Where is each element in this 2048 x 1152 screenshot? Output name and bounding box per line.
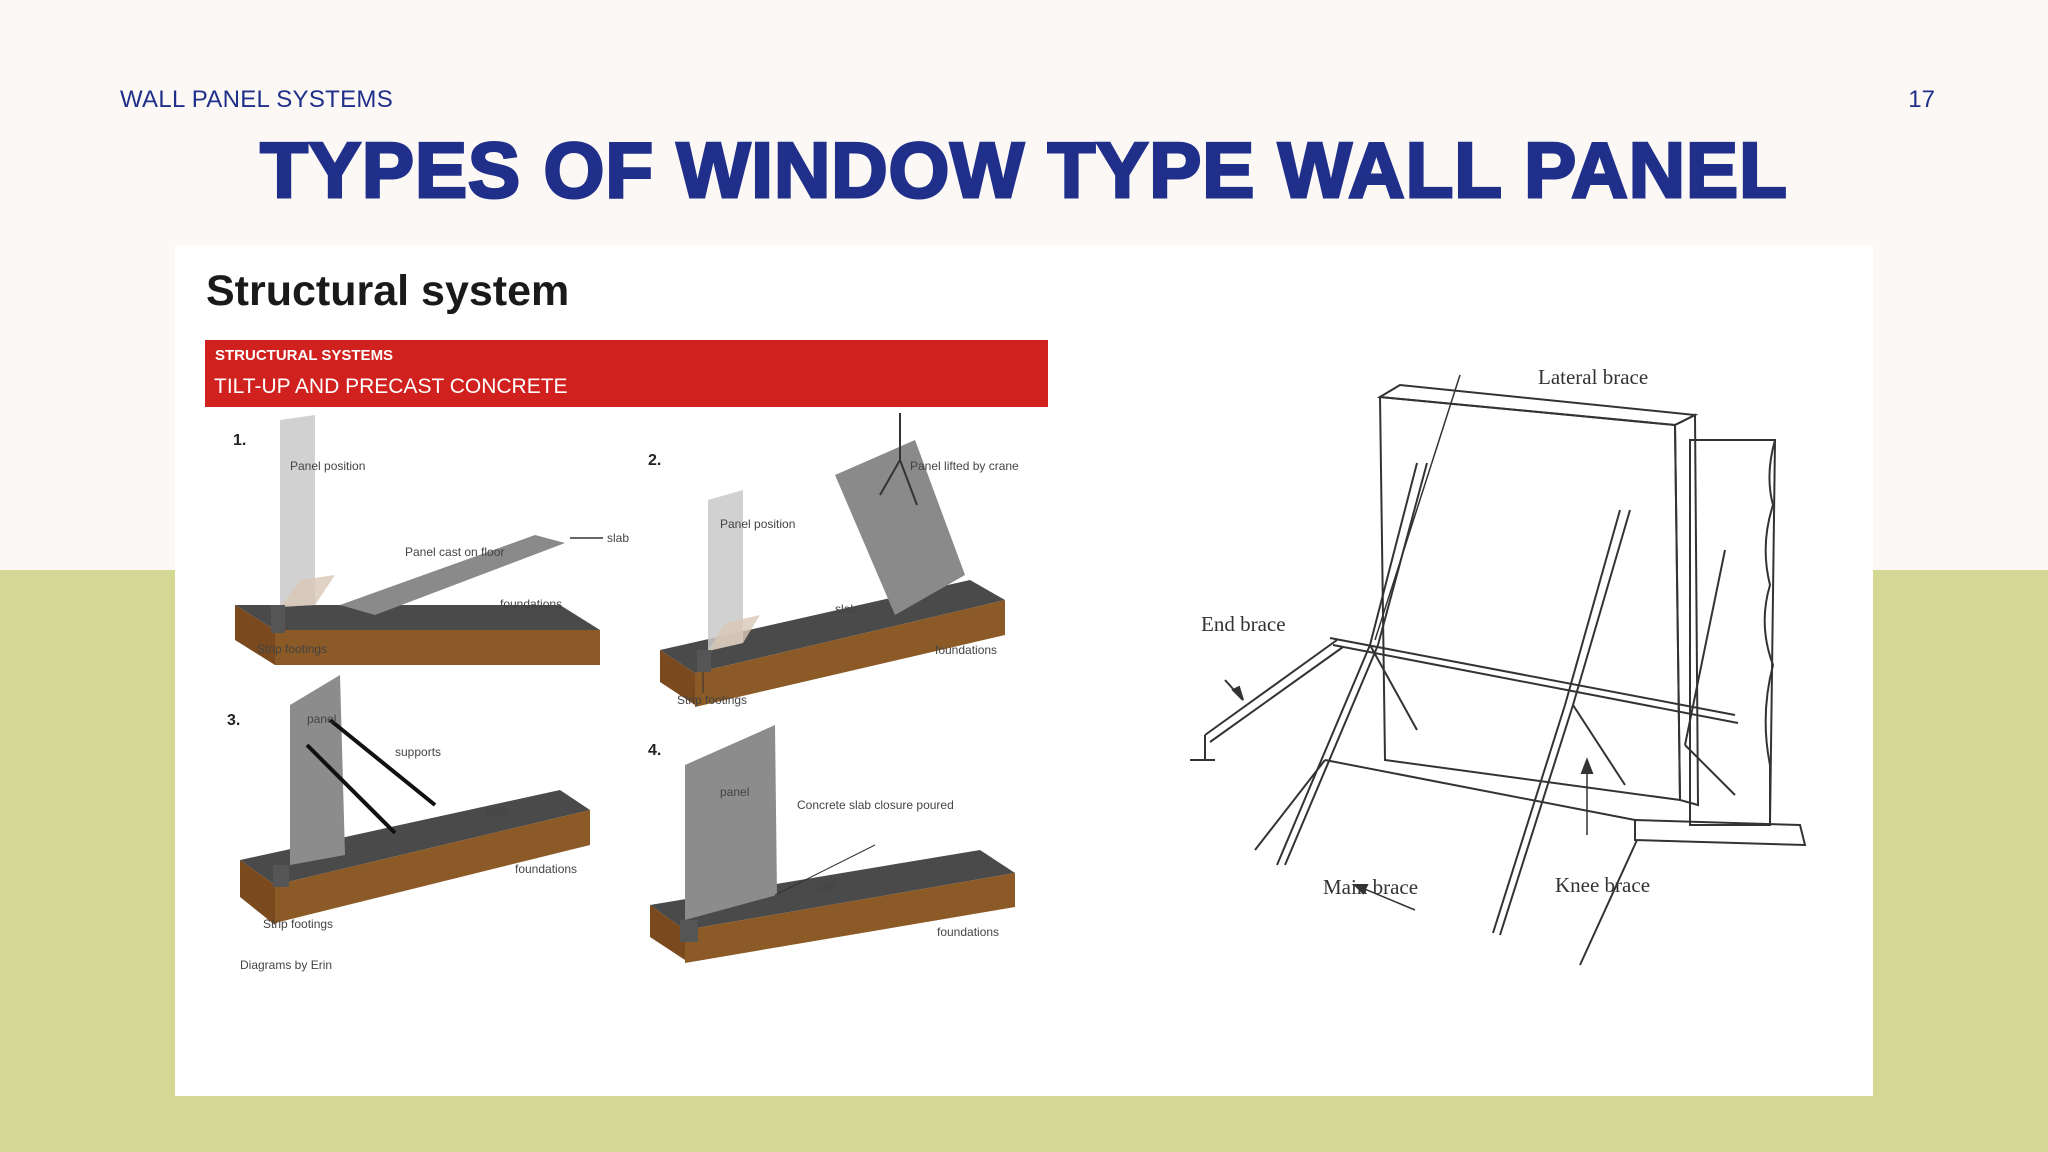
step-1-panel-position: Panel position: [290, 459, 366, 473]
page-number: 17: [1908, 86, 1935, 113]
step-3-number: 3.: [227, 712, 241, 729]
step-3-panel: panel: [307, 712, 337, 726]
step-3-diagram: [240, 675, 590, 925]
step-4-diagram: [650, 725, 1015, 963]
main-brace-label: Main brace: [1323, 875, 1419, 899]
step-2-number: 2.: [648, 452, 662, 469]
figure-drawings: [235, 374, 1807, 966]
step-1-foundations: foundations: [500, 597, 563, 611]
bracing-diagram: [1190, 374, 1807, 966]
step-1-strip-footings: Strip footings: [257, 642, 328, 656]
section-label: WALL PANEL SYSTEMS: [120, 86, 394, 113]
figure-panel: Structural system STRUCTURAL SYSTEMS TIL…: [175, 245, 1873, 1096]
step-2-diagram: [660, 413, 1005, 707]
banner-title: TILT-UP AND PRECAST CONCRETE: [214, 375, 568, 398]
slide-title: TYPES OF WINDOW TYPE WALL PANEL: [259, 125, 1788, 216]
knee-brace-label: Knee brace: [1555, 873, 1651, 897]
step-2-strip-footings: Strip footings: [677, 693, 748, 707]
banner-small-label: STRUCTURAL SYSTEMS: [215, 347, 394, 364]
step-4-panel: panel: [720, 785, 750, 799]
step-3-slab: slab: [485, 805, 508, 819]
lateral-brace-label: Lateral brace: [1538, 365, 1649, 389]
banner: STRUCTURAL SYSTEMS TILT-UP AND PRECAST C…: [205, 340, 1048, 407]
figure-heading: Structural system: [206, 267, 570, 315]
step-4-closure: Concrete slab closure poured: [797, 798, 954, 812]
end-brace-label: End brace: [1201, 612, 1286, 636]
step-1-number: 1.: [233, 432, 247, 449]
step-2-foundations: foundations: [935, 643, 998, 657]
step-1-panel-cast: Panel cast on floor: [405, 545, 505, 559]
step-2-lifted: Panel lifted by crane: [910, 459, 1019, 473]
step-4-number: 4.: [648, 742, 662, 759]
step-4-foundations: foundations: [937, 925, 1000, 939]
step-3-strip-footings: Strip footings: [263, 917, 334, 931]
step-1-slab: slab: [607, 531, 630, 545]
step-3-supports: supports: [395, 745, 442, 759]
diagram-credit: Diagrams by Erin: [240, 958, 333, 972]
step-4-slab: slab: [815, 878, 838, 892]
step-3-foundations: foundations: [515, 862, 578, 876]
step-2-panel-position: Panel position: [720, 517, 796, 531]
step-1-diagram: [235, 415, 603, 665]
step-2-slab: slab: [835, 602, 858, 616]
